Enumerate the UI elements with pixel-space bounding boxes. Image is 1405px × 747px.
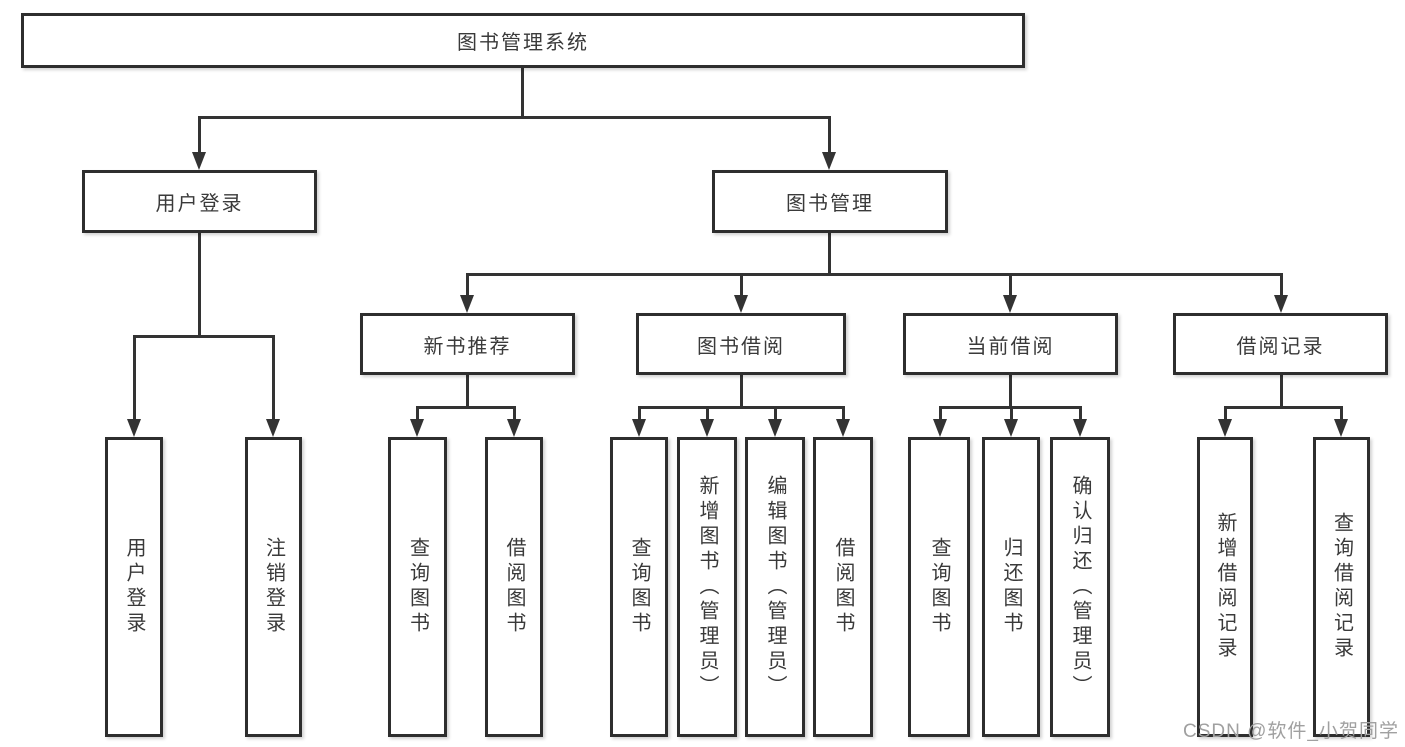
node-book-management: 图书管理 (712, 170, 948, 233)
node-root-system: 图书管理系统 (21, 13, 1025, 68)
connector-root-stem (521, 67, 524, 118)
connector-current-borrow-stem (1009, 375, 1012, 408)
connector-drop-user-login (198, 116, 201, 156)
connector-drop-leaf (133, 335, 136, 423)
connector-drop-leaf (513, 406, 516, 424)
connector-user-login-branch (133, 335, 275, 338)
node-current-borrow: 当前借阅 (903, 313, 1118, 375)
connector-drop-leaf (1010, 406, 1013, 424)
arrow-down-icon (700, 419, 714, 437)
leaf-confirm-return-admin: 确认归还（管理员） (1050, 437, 1110, 737)
arrow-down-icon (410, 419, 424, 437)
connector-book-borrow-branch (638, 406, 844, 409)
node-borrow-records: 借阅记录 (1173, 313, 1388, 375)
leaf-query-books-current: 查询图书 (908, 437, 970, 737)
leaf-add-borrow-record: 新增借阅记录 (1197, 437, 1253, 737)
connector-drop-leaf (272, 335, 275, 423)
connector-drop-book-management (828, 116, 831, 156)
arrow-down-icon (632, 419, 646, 437)
connector-drop-leaf (842, 406, 845, 424)
connector-new-book-stem (466, 375, 469, 408)
connector-drop-book-borrow (740, 273, 743, 301)
arrow-down-icon (1274, 295, 1288, 313)
arrow-down-icon (836, 419, 850, 437)
connector-drop-leaf (774, 406, 777, 424)
arrow-down-icon (768, 419, 782, 437)
leaf-add-books-admin: 新增图书（管理员） (677, 437, 737, 737)
csdn-watermark: CSDN @软件_小贺同学 (1183, 721, 1399, 742)
connector-book-borrow-stem (740, 375, 743, 408)
connector-borrow-records-branch (1224, 406, 1342, 409)
leaf-query-books-recommend: 查询图书 (388, 437, 447, 737)
connector-book-management-branch (466, 273, 1282, 276)
node-user-login: 用户登录 (82, 170, 317, 233)
arrow-down-icon (1004, 419, 1018, 437)
node-new-book-recommend: 新书推荐 (360, 313, 575, 375)
leaf-query-borrow-record: 查询借阅记录 (1313, 437, 1370, 737)
connector-drop-leaf (939, 406, 942, 424)
arrow-down-icon (192, 152, 206, 170)
connector-borrow-records-stem (1280, 375, 1283, 408)
leaf-borrow-books: 借阅图书 (813, 437, 873, 737)
connector-drop-leaf (1224, 406, 1227, 424)
connector-drop-leaf (638, 406, 641, 424)
connector-drop-leaf (706, 406, 709, 424)
connector-root-branch (198, 116, 831, 119)
leaf-edit-books-admin: 编辑图书（管理员） (745, 437, 805, 737)
leaf-logout: 注销登录 (245, 437, 302, 737)
node-book-borrow: 图书借阅 (636, 313, 846, 375)
leaf-query-books-borrow: 查询图书 (610, 437, 668, 737)
arrow-down-icon (507, 419, 521, 437)
arrow-down-icon (1003, 295, 1017, 313)
connector-drop-current-borrow (1009, 273, 1012, 301)
connector-user-login-stem (198, 233, 201, 337)
arrow-down-icon (734, 295, 748, 313)
arrow-down-icon (1073, 419, 1087, 437)
leaf-borrow-books-recommend: 借阅图书 (485, 437, 543, 737)
arrow-down-icon (933, 419, 947, 437)
connector-drop-leaf (1340, 406, 1343, 424)
connector-new-book-branch (416, 406, 516, 409)
connector-drop-leaf (1079, 406, 1082, 424)
arrow-down-icon (460, 295, 474, 313)
connector-drop-borrow-records (1280, 273, 1283, 301)
leaf-return-books: 归还图书 (982, 437, 1040, 737)
leaf-user-login: 用户登录 (105, 437, 163, 737)
connector-book-management-stem (828, 233, 831, 275)
arrow-down-icon (266, 419, 280, 437)
connector-drop-leaf (416, 406, 419, 424)
arrow-down-icon (1218, 419, 1232, 437)
arrow-down-icon (822, 152, 836, 170)
connector-drop-new-book (466, 273, 469, 301)
arrow-down-icon (127, 419, 141, 437)
arrow-down-icon (1334, 419, 1348, 437)
